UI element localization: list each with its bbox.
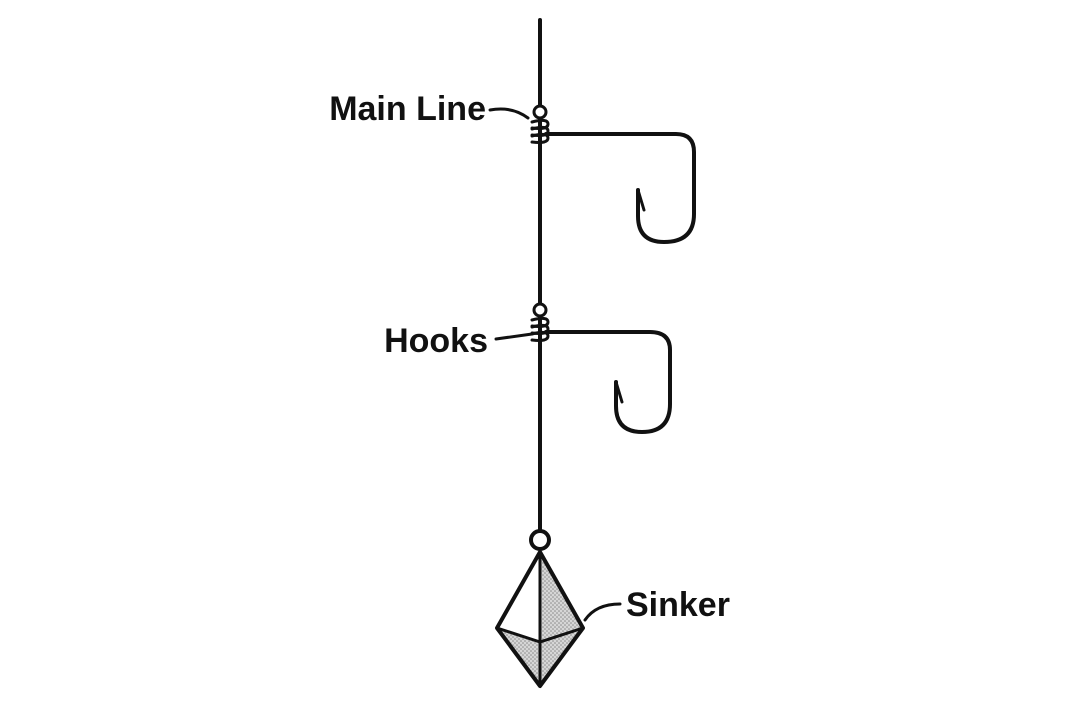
sinker-eye — [529, 529, 551, 551]
main-line-label: Main Line — [329, 90, 486, 128]
main-line-leader — [488, 107, 530, 120]
lower-knot — [530, 302, 550, 342]
upper-hook — [544, 132, 696, 244]
upper-knot — [530, 104, 550, 144]
sinker-icon — [495, 550, 585, 688]
upper-hook-barb — [636, 188, 646, 212]
lower-hook — [544, 330, 672, 434]
sinker-leader — [583, 602, 622, 622]
lower-hook-barb — [614, 380, 624, 404]
sinker-label: Sinker — [626, 586, 730, 624]
hooks-label: Hooks — [384, 322, 488, 360]
hooks-leader — [494, 332, 534, 341]
